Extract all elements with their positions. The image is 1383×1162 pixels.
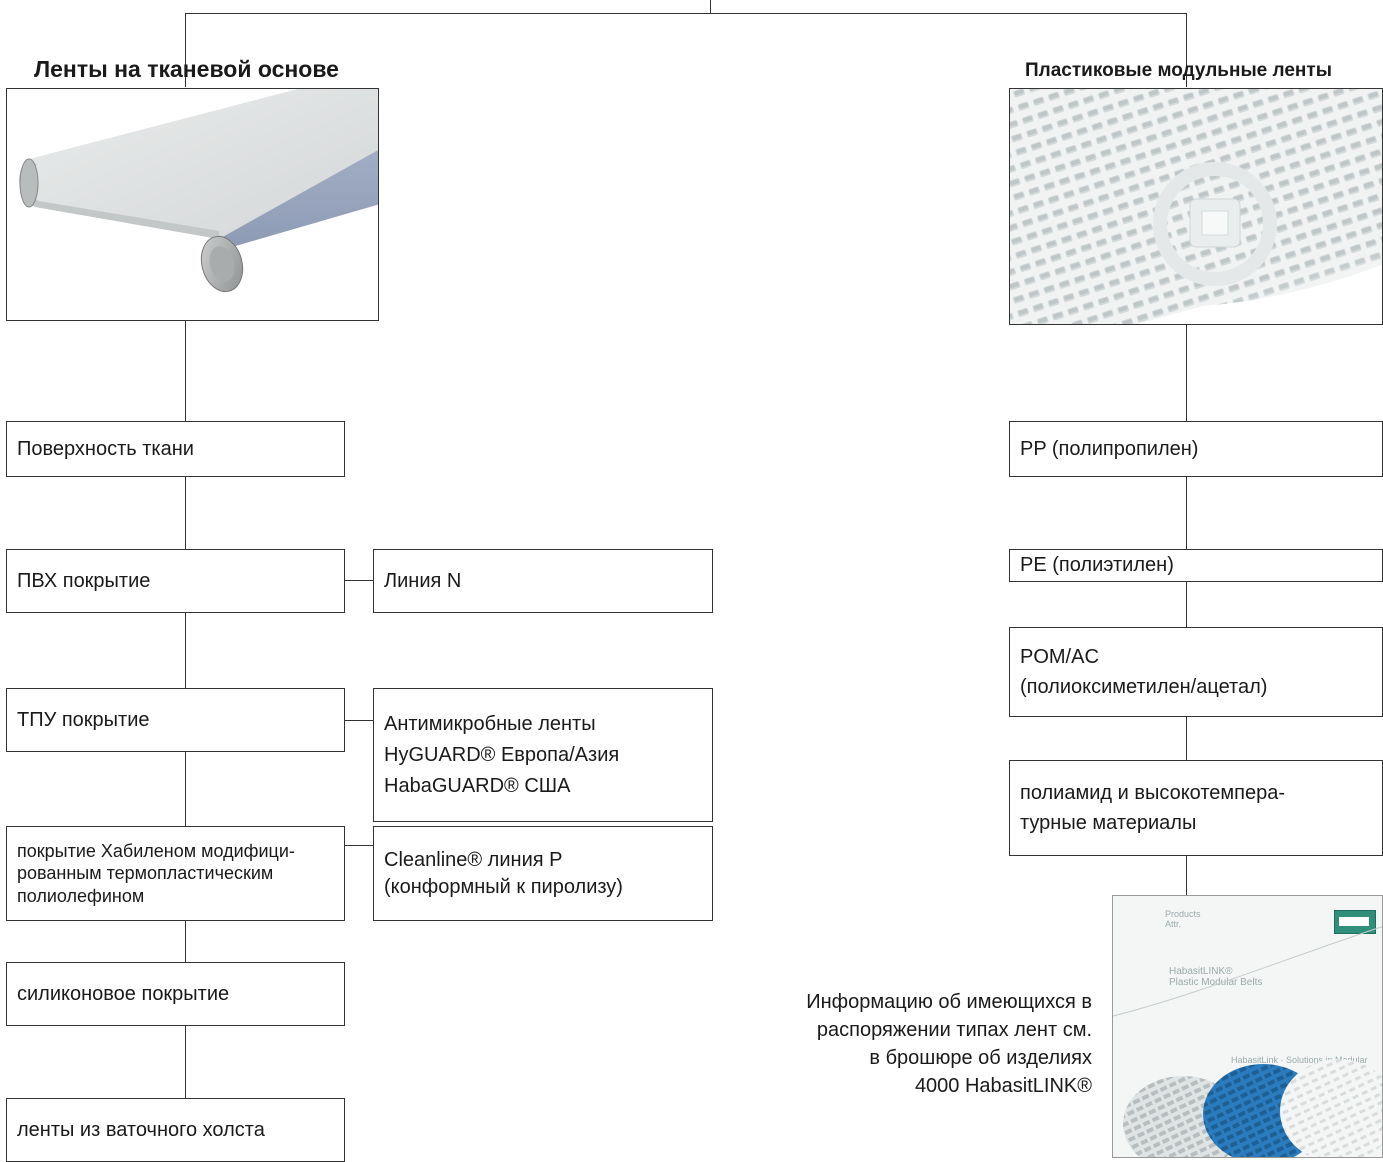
habilene-coating-label: покрытие Хабиленом модифици- рованным те… <box>17 840 295 906</box>
fabric-belt-photo <box>6 88 379 321</box>
polyamide-label: полиамид и высокотемпера- турные материа… <box>1020 782 1286 834</box>
line-n-box: Линия N <box>373 549 713 613</box>
silicone-coating-box: силиконовое покрытие <box>6 962 345 1026</box>
line-n-label: Линия N <box>384 569 462 592</box>
left-trunk-5 <box>185 920 186 962</box>
right-trunk-4 <box>1186 716 1187 760</box>
left-trunk-2 <box>185 476 186 549</box>
tpu-coating-box: ТПУ покрытие <box>6 688 345 752</box>
pvc-coating-box: ПВХ покрытие <box>6 549 345 613</box>
modular-belt-photo <box>1009 88 1383 325</box>
pe-label: PE (полиэтилен) <box>1020 554 1174 576</box>
pe-box: PE (полиэтилен) <box>1009 549 1383 582</box>
cleanline-box: Cleanline® линия P (конформный к пиролиз… <box>373 826 713 921</box>
left-trunk-1 <box>185 321 186 421</box>
fabric-belts-title: Ленты на тканевой основе <box>34 56 339 82</box>
pp-label: PP (полипропилен) <box>1020 437 1199 460</box>
tpu-coating-label: ТПУ покрытие <box>17 708 150 731</box>
right-trunk-5 <box>1186 855 1187 895</box>
right-trunk-3 <box>1186 581 1187 627</box>
habasit-logo-icon <box>1334 910 1376 934</box>
modular-belts-title: Пластиковые модульные ленты <box>1025 60 1332 81</box>
left-trunk-4 <box>185 751 186 826</box>
brochure-label-solutions: HabasitLink · Solutions in Modular <box>1231 1055 1368 1065</box>
brochure-belt-illustration <box>1113 926 1382 1157</box>
batt-belts-label: ленты из ваточного холста <box>17 1118 265 1141</box>
fabric-belt-icon <box>7 89 378 320</box>
right-branch-line <box>1186 13 1187 87</box>
connector-pvc-line-n <box>344 580 373 581</box>
brochure-note: Информацию об имеющихся в распоряжении т… <box>806 991 1092 1097</box>
brochure-label-title: HabasitLINK® Plastic Modular Belts <box>1169 966 1263 988</box>
pom-ac-label: POM/AC (полиоксиметилен/ацетал) <box>1020 646 1268 698</box>
antimicrobial-belts-label: Антимикробные ленты HyGUARD® Европа/Азия… <box>384 712 620 797</box>
fabric-surface-label: Поверхность ткани <box>17 437 194 460</box>
antimicrobial-belts-box: Антимикробные ленты HyGUARD® Европа/Азия… <box>373 688 713 822</box>
right-trunk-1 <box>1186 325 1187 421</box>
pp-box: PP (полипропилен) <box>1009 421 1383 477</box>
silicone-coating-label: силиконовое покрытие <box>17 982 230 1005</box>
connector-tpu-antimicrobial <box>344 720 373 721</box>
pvc-coating-label: ПВХ покрытие <box>17 569 151 592</box>
fabric-surface-box: Поверхность ткани <box>6 421 345 477</box>
habilene-coating-box: покрытие Хабиленом модифици- рованным те… <box>6 826 345 921</box>
connector-habilene-cleanline <box>344 845 373 846</box>
right-trunk-2 <box>1186 476 1187 549</box>
brochure-cover-image: Products Attr. HabasitLINK® Plastic Modu… <box>1112 895 1383 1158</box>
cleanline-label: Cleanline® линия P (конформный к пиролиз… <box>384 848 623 898</box>
top-stem-line <box>710 0 711 14</box>
modular-belt-icon <box>1010 89 1382 324</box>
polyamide-box: полиамид и высокотемпера- турные материа… <box>1009 760 1383 856</box>
batt-belts-box: ленты из ваточного холста <box>6 1098 345 1162</box>
left-trunk-3 <box>185 612 186 688</box>
left-branch-line <box>185 13 186 87</box>
top-connector-line <box>185 13 1186 14</box>
left-trunk-6 <box>185 1025 186 1098</box>
brochure-label-products: Products Attr. <box>1165 909 1201 929</box>
pom-ac-box: POM/AC (полиоксиметилен/ацетал) <box>1009 627 1383 717</box>
